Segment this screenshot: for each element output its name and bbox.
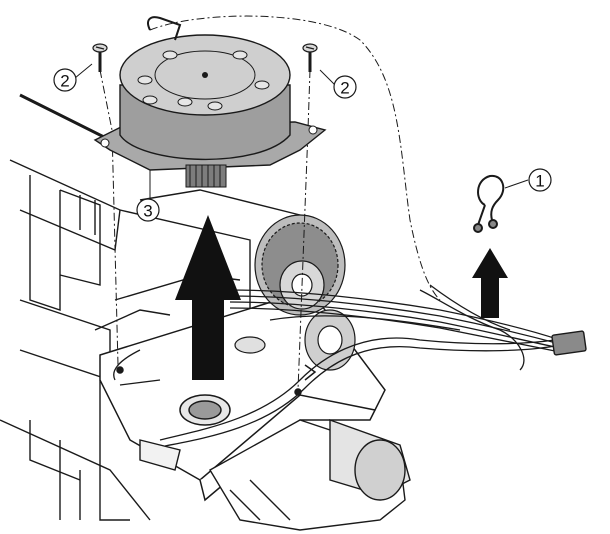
callout-motor: 3 xyxy=(136,198,160,222)
screw-icon xyxy=(302,43,318,72)
upward-arrow-icon xyxy=(472,248,508,318)
screw-icon xyxy=(92,43,108,72)
svg-text:1: 1 xyxy=(535,172,544,191)
callout-clip: 1 xyxy=(528,168,552,192)
callout-screw-left: 2 xyxy=(53,68,77,92)
svg-text:2: 2 xyxy=(60,72,69,91)
lower-mechanism xyxy=(139,419,411,531)
callout-leaders xyxy=(74,63,529,205)
cable-route-line xyxy=(149,15,441,301)
svg-text:2: 2 xyxy=(340,79,349,98)
clip-icon xyxy=(473,174,505,233)
drive-gear xyxy=(234,214,356,371)
upward-arrow-icon xyxy=(175,215,241,380)
chassis-frame xyxy=(0,93,301,521)
motor-icon xyxy=(93,16,327,171)
wire-harness xyxy=(113,284,561,447)
callout-screw-right: 2 xyxy=(333,75,357,99)
motor-pinion-gear xyxy=(185,164,227,188)
connector xyxy=(551,330,587,356)
svg-text:3: 3 xyxy=(143,202,152,221)
